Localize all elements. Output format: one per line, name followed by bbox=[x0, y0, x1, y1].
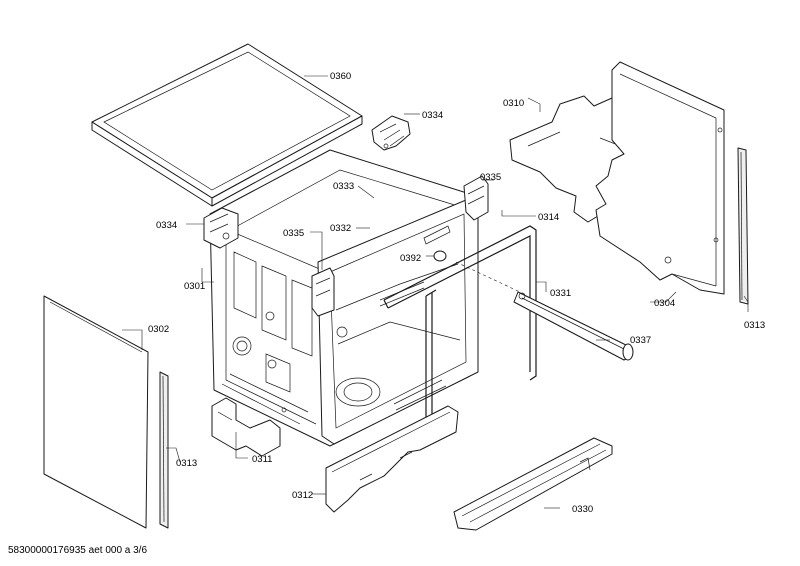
part-0334-hinge-bracket-right[interactable] bbox=[371, 115, 411, 151]
callout-0337[interactable]: 0337 bbox=[630, 335, 651, 346]
callout-0313-right[interactable]: 0313 bbox=[744, 320, 765, 331]
callout-labels: 0360 0334 0333 0335 0334 0332 0335 0310 … bbox=[148, 71, 765, 515]
callout-0311[interactable]: 0311 bbox=[252, 454, 272, 465]
callout-0304[interactable]: 0304 bbox=[654, 298, 675, 309]
callout-0334-right[interactable]: 0334 bbox=[422, 110, 443, 121]
part-0331-lower-rail[interactable] bbox=[513, 291, 633, 361]
callout-0335-right[interactable]: 0335 bbox=[480, 172, 501, 183]
part-0330-kick-channel[interactable] bbox=[453, 437, 613, 531]
callout-0310[interactable]: 0310 bbox=[503, 98, 524, 109]
part-0313-trim-strip-right[interactable] bbox=[737, 147, 749, 305]
part-0302-side-wall[interactable] bbox=[43, 295, 149, 529]
callout-0334-left[interactable]: 0334 bbox=[156, 220, 177, 231]
leader-lines bbox=[122, 75, 749, 509]
callout-0392[interactable]: 0392 bbox=[400, 253, 421, 264]
part-0313-trim-strip-left[interactable] bbox=[159, 371, 169, 529]
callout-0301[interactable]: 0301 bbox=[184, 281, 205, 292]
part-0304-side-panel[interactable] bbox=[595, 61, 725, 295]
document-id: 58300000176935 aet 000 a 3/6 bbox=[8, 545, 148, 556]
callout-0332[interactable]: 0332 bbox=[330, 223, 351, 234]
part-0334-hinge-bracket-left[interactable] bbox=[203, 207, 239, 249]
part-0335-hinge-left[interactable] bbox=[311, 267, 335, 317]
part-0335-hinge-right[interactable] bbox=[463, 175, 489, 221]
callout-0330[interactable]: 0330 bbox=[572, 504, 593, 515]
callout-0360[interactable]: 0360 bbox=[330, 71, 351, 82]
part-0360-top-cover[interactable] bbox=[91, 43, 363, 207]
part-0312-base-rail[interactable] bbox=[325, 405, 459, 513]
callout-0335-left[interactable]: 0335 bbox=[283, 228, 304, 239]
callout-0333[interactable]: 0333 bbox=[333, 181, 354, 192]
callout-0302[interactable]: 0302 bbox=[148, 324, 169, 335]
callout-0331[interactable]: 0331 bbox=[550, 288, 571, 299]
callout-0313-left[interactable]: 0313 bbox=[176, 458, 197, 469]
callout-0312[interactable]: 0312 bbox=[292, 490, 313, 501]
callout-0314[interactable]: 0314 bbox=[538, 212, 559, 223]
part-0337-rail-end-cap[interactable] bbox=[622, 343, 634, 361]
